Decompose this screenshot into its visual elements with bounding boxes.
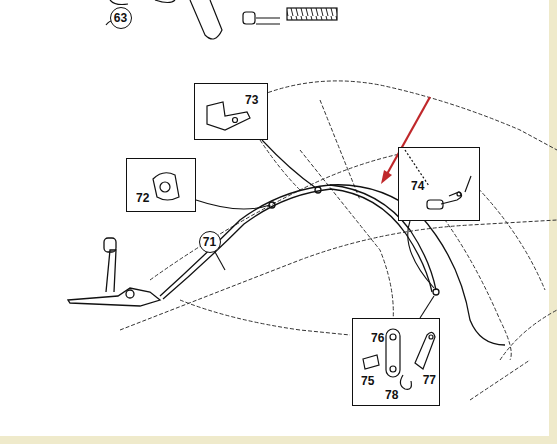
part-sketch — [195, 84, 269, 141]
callout-number: 75 — [361, 375, 374, 387]
callout-number: 77 — [423, 374, 436, 386]
callout-number: 74 — [411, 180, 424, 192]
inset-box: 72 — [126, 158, 196, 212]
callout-circle: 63 — [110, 7, 132, 29]
inset-box: 76 75 78 77 — [352, 318, 440, 406]
callout-number: 78 — [385, 389, 398, 401]
part-sketch — [127, 159, 197, 213]
callout-number: 72 — [136, 192, 149, 204]
inset-box: 74 — [398, 147, 480, 221]
callout-number: 73 — [245, 94, 258, 106]
callout-circle: 71 — [199, 231, 221, 253]
callout-number: 76 — [371, 332, 384, 344]
inset-box: 73 — [194, 83, 268, 140]
callout-number: 71 — [203, 236, 216, 248]
callout-number: 63 — [114, 12, 127, 24]
